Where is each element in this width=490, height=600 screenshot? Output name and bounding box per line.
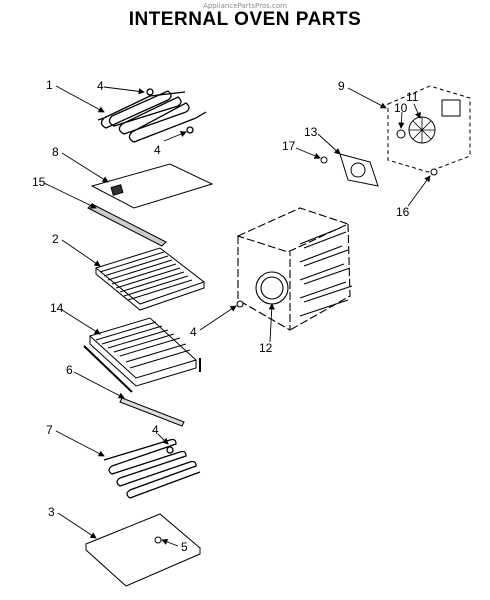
bottom-cover-panel bbox=[90, 163, 214, 209]
callout-14: 14 bbox=[50, 301, 64, 315]
bake-element bbox=[103, 438, 201, 499]
callout-11: 11 bbox=[406, 90, 419, 104]
callout-4-cavity: 4 bbox=[190, 325, 197, 339]
callout-4-top: 4 bbox=[97, 79, 104, 93]
sliding-rack bbox=[83, 317, 201, 393]
callout-9: 9 bbox=[338, 79, 345, 93]
callout-17: 17 bbox=[282, 139, 296, 153]
callout-13: 13 bbox=[304, 125, 318, 139]
bottom-panel bbox=[85, 513, 201, 587]
callout-4-bake: 4 bbox=[152, 423, 159, 437]
callout-7: 7 bbox=[46, 423, 53, 437]
callout-15: 15 bbox=[32, 175, 46, 189]
callout-16: 16 bbox=[396, 205, 410, 219]
element-rail bbox=[119, 397, 185, 427]
broil-element bbox=[97, 88, 207, 143]
callout-8: 8 bbox=[52, 145, 59, 159]
leader-lines bbox=[43, 85, 431, 547]
fan-cover bbox=[320, 153, 379, 187]
callout-labels: 1 4 4 8 15 2 14 6 7 4 3 5 9 11 10 13 17 … bbox=[32, 78, 419, 554]
callout-10: 10 bbox=[394, 101, 408, 115]
callout-2: 2 bbox=[52, 232, 59, 246]
page-title: INTERNAL OVEN PARTS bbox=[128, 9, 362, 30]
watermark: AppliancePartsPros.com bbox=[203, 2, 287, 10]
oven-rack bbox=[94, 247, 206, 311]
oven-cavity bbox=[236, 207, 353, 331]
trim-strip bbox=[87, 203, 167, 247]
callout-6: 6 bbox=[66, 363, 73, 377]
callout-12: 12 bbox=[259, 341, 273, 355]
convection-fan-assembly bbox=[387, 85, 471, 176]
callout-3: 3 bbox=[48, 505, 55, 519]
callout-1: 1 bbox=[46, 78, 53, 92]
callout-4-broil: 4 bbox=[154, 143, 161, 157]
callout-5: 5 bbox=[181, 540, 188, 554]
